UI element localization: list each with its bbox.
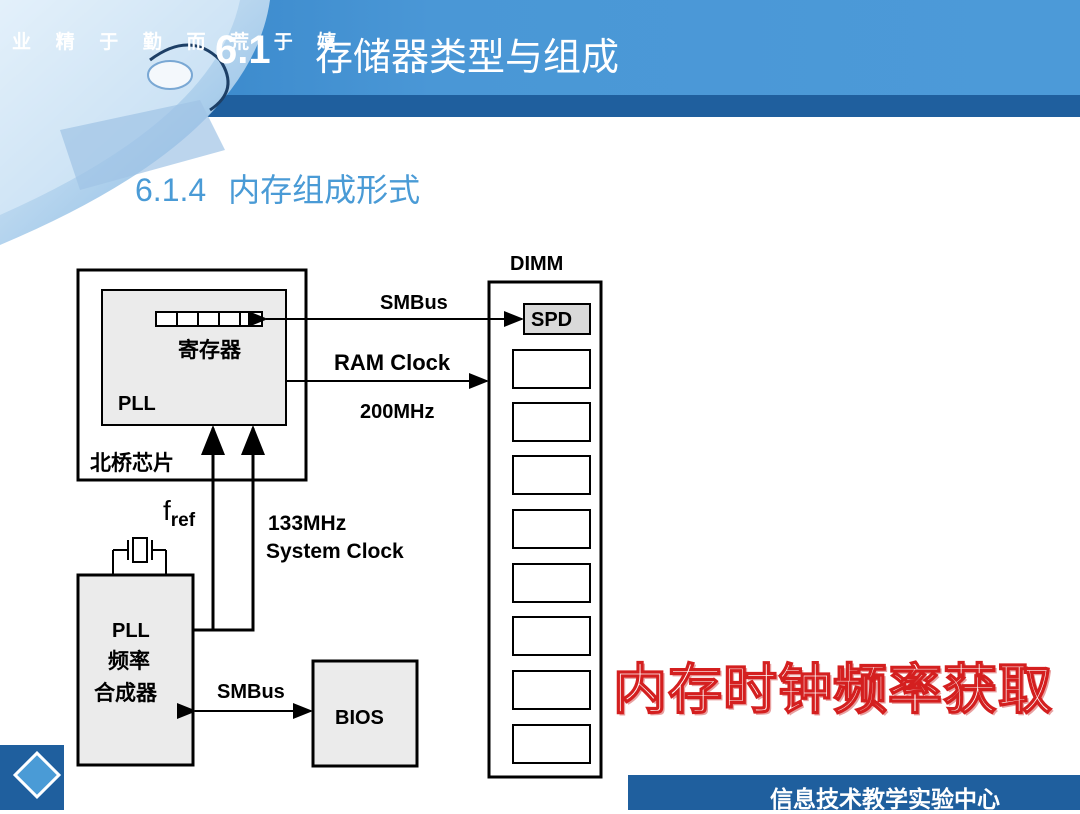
slide-title: 存储器类型与组成 [315,35,620,79]
header-motto: 业 精 于 勤 而 荒 于 嬉 [12,31,346,53]
header-band [0,95,1080,117]
memory-chip [512,670,591,710]
crystal-icon [112,537,167,575]
subtitle: 6.1.4 内存组成形式 [135,165,420,211]
footer-bar [628,775,1080,810]
northbridge-label: 北桥芯片 [90,451,174,475]
spd-label: SPD [531,309,572,331]
synth-line2: 频率 [108,649,150,673]
memory-chip [512,616,591,656]
register-cells [155,311,263,327]
callout-text: 内存时钟频率获取 [612,656,1053,722]
memory-chip [512,455,591,495]
subtitle-number: 6.1.4 [135,172,207,208]
subtitle-text: 内存组成形式 [228,171,421,209]
system-clock-label: System Clock [266,540,404,563]
smbus-top-label: SMBus [380,292,448,314]
memory-chip [512,724,591,764]
ram-clock-frequency: 200MHz [360,401,434,423]
bios-box [311,659,419,768]
corner-decoration [0,0,270,245]
bios-label: BIOS [335,707,384,729]
system-clock-frequency: 133MHz [268,512,346,535]
ram-clock-label: RAM Clock [334,350,451,375]
memory-chip [512,509,591,549]
dimm-label: DIMM [510,253,563,275]
pll-synthesizer-box [76,573,195,767]
smbus-bottom-label: SMBus [217,681,285,703]
memory-chip [512,563,591,603]
pll-label: PLL [118,393,156,415]
system-clock-line [193,425,265,632]
synth-line3: 合成器 [94,681,158,705]
footer-text: 信息技术教学实验中心 [770,787,1000,813]
spd-box [523,303,591,335]
synth-line1: PLL [112,620,150,642]
register-label: 寄存器 [178,338,242,362]
dimm-chips [512,349,591,764]
section-number: 6.1 [215,28,271,72]
memory-chip [512,402,591,442]
memory-chip [512,349,591,389]
fref-label: fref [163,495,196,531]
